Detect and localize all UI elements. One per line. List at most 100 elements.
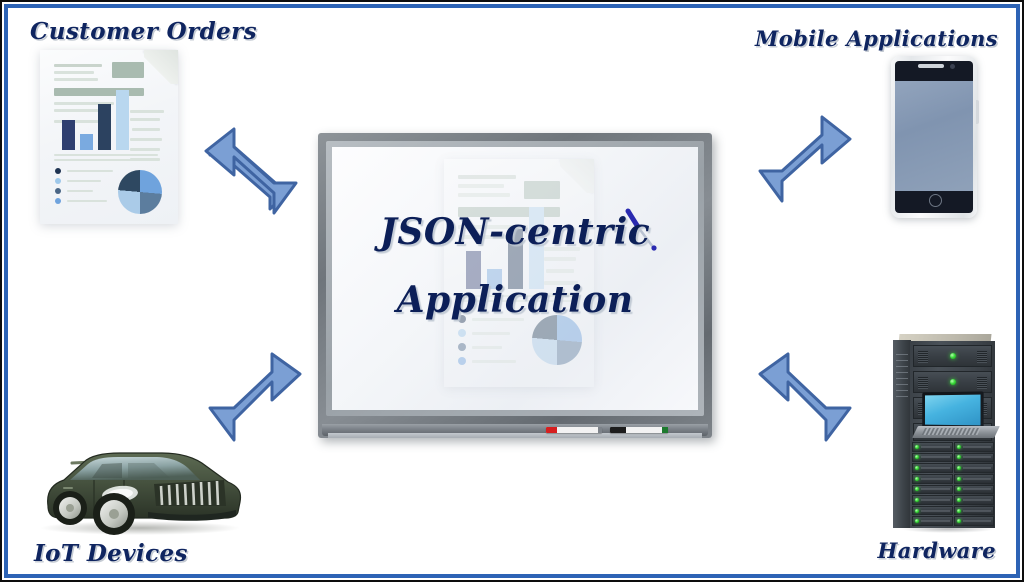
document-sheet bbox=[444, 159, 594, 387]
drive-bay bbox=[912, 484, 953, 495]
doc-bullet bbox=[55, 188, 61, 194]
phone-speaker-icon bbox=[918, 64, 944, 68]
connector-mobile-applications-arrow bbox=[758, 115, 852, 203]
doc-bar bbox=[98, 104, 111, 150]
node-label-iot-devices: IoT Devices bbox=[34, 540, 188, 567]
doc-bar bbox=[62, 120, 75, 150]
phone-screen bbox=[895, 81, 973, 191]
doc-divider bbox=[54, 159, 158, 161]
doc-divider bbox=[458, 295, 578, 297]
doc-text-line bbox=[54, 64, 102, 67]
whiteboard-surface: JSON-centric Application bbox=[332, 147, 698, 410]
smartphone-icon bbox=[891, 56, 979, 218]
rack-vent-grill bbox=[977, 377, 987, 389]
car-grille bbox=[154, 480, 226, 506]
whiteboard-pen-icon bbox=[625, 208, 657, 251]
doc-bullet bbox=[55, 168, 61, 174]
whiteboard-document-graphic bbox=[444, 159, 594, 387]
doc-bar bbox=[508, 229, 523, 289]
car-shadow bbox=[40, 521, 240, 535]
doc-text-line bbox=[67, 170, 113, 172]
doc-text-line bbox=[67, 190, 93, 192]
rack-vent-grill bbox=[918, 377, 928, 389]
server-rack-icon bbox=[893, 334, 1000, 533]
doc-text-line bbox=[544, 293, 576, 297]
doc-bar bbox=[80, 134, 93, 150]
rack-status-led bbox=[949, 353, 956, 359]
marker-cap-black bbox=[610, 427, 626, 433]
doc-text-line bbox=[472, 332, 510, 335]
document-fold-shade bbox=[560, 159, 594, 193]
doc-text-line bbox=[544, 257, 576, 261]
marker-tip-green bbox=[662, 427, 668, 433]
doc-text-line bbox=[472, 360, 516, 363]
drive-bay bbox=[953, 505, 994, 516]
doc-bar bbox=[116, 90, 129, 150]
laptop-display bbox=[925, 394, 981, 426]
rack-vent-grill bbox=[918, 351, 928, 363]
whiteboard-tray-lip bbox=[328, 433, 702, 438]
drive-bay bbox=[953, 463, 994, 473]
doc-bullet bbox=[458, 315, 466, 323]
doc-bullet bbox=[458, 329, 466, 337]
doc-text-line bbox=[458, 235, 518, 239]
whiteboard: JSON-centric Application bbox=[318, 133, 712, 438]
doc-header-bar bbox=[54, 88, 144, 96]
phone-camera-icon bbox=[950, 64, 955, 69]
marker-cap-red bbox=[546, 427, 557, 433]
rack-status-led bbox=[949, 379, 956, 385]
car-illustration bbox=[40, 452, 242, 535]
car-windows bbox=[70, 457, 200, 480]
document-fold-icon bbox=[560, 159, 594, 193]
document-fold-shade bbox=[144, 50, 178, 84]
drive-bay bbox=[912, 442, 953, 452]
doc-bar-chart bbox=[466, 207, 544, 289]
drive-bay bbox=[912, 495, 953, 505]
drive-bay bbox=[912, 463, 953, 473]
doc-text-line bbox=[67, 180, 101, 182]
doc-bullet bbox=[458, 343, 466, 351]
doc-text-line bbox=[54, 109, 106, 112]
car-icon bbox=[28, 436, 250, 536]
laptop-keys bbox=[921, 428, 981, 435]
rack-server-unit bbox=[913, 345, 992, 367]
drive-bay bbox=[953, 516, 994, 526]
drive-bay bbox=[912, 505, 953, 516]
doc-text-line bbox=[54, 78, 98, 81]
connector-customer-orders-arrow bbox=[204, 127, 298, 215]
rack-server-unit bbox=[913, 371, 992, 393]
doc-text-line bbox=[458, 175, 516, 179]
doc-text-line bbox=[132, 128, 160, 131]
rack-vent-grill bbox=[977, 351, 987, 363]
node-label-mobile-applications: Mobile Applications bbox=[755, 26, 998, 51]
phone-home-button-icon bbox=[928, 194, 942, 207]
doc-text-line bbox=[54, 102, 114, 105]
doc-text-line bbox=[67, 200, 107, 202]
doc-header-block bbox=[524, 181, 560, 199]
doc-bullet bbox=[55, 198, 61, 204]
node-label-hardware: Hardware bbox=[877, 538, 996, 563]
doc-text-line bbox=[458, 225, 528, 229]
doc-divider bbox=[458, 300, 578, 302]
doc-header-bar bbox=[458, 207, 560, 217]
drive-bay bbox=[912, 452, 953, 463]
marker-black[interactable] bbox=[610, 427, 668, 433]
doc-text-line bbox=[472, 346, 502, 349]
doc-text-line bbox=[130, 148, 160, 151]
connector-hardware-arrow bbox=[758, 352, 852, 442]
connector-iot-devices-arrow bbox=[208, 352, 302, 442]
rack-drive-bays bbox=[912, 442, 994, 526]
laptop-icon bbox=[912, 391, 1000, 442]
doc-bar-chart bbox=[62, 90, 129, 150]
marker-red[interactable] bbox=[546, 427, 602, 433]
rack-shadow bbox=[901, 525, 995, 533]
doc-text-line bbox=[544, 281, 578, 285]
phone-side-button-icon bbox=[976, 100, 979, 124]
doc-header-block bbox=[112, 62, 144, 78]
doc-bar bbox=[466, 251, 481, 289]
doc-text-line bbox=[546, 269, 574, 273]
doc-text-line bbox=[54, 71, 94, 74]
doc-bar bbox=[487, 269, 502, 289]
doc-bar bbox=[529, 207, 544, 289]
